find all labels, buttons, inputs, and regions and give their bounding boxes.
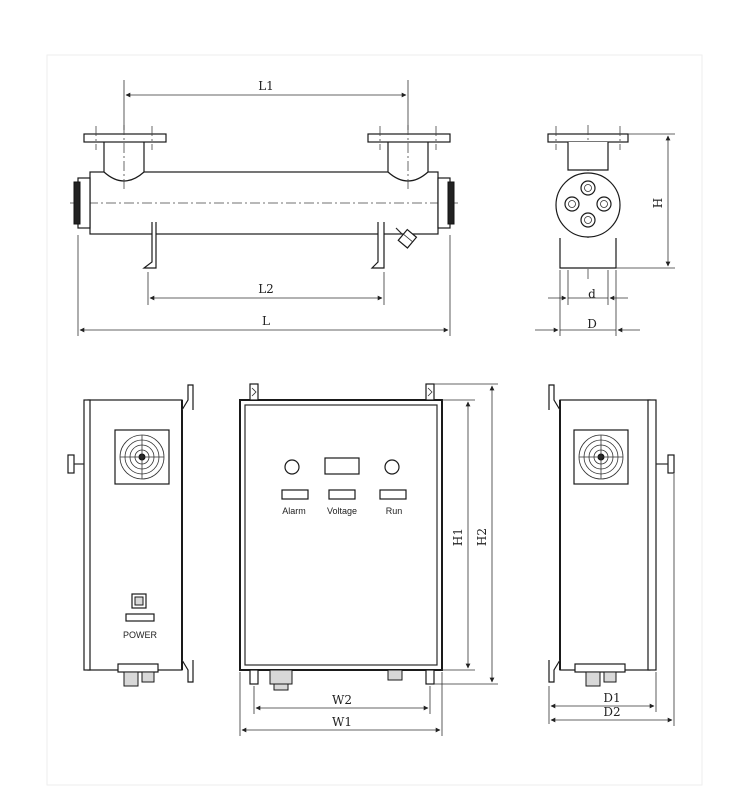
dim-label-w1: W1 xyxy=(332,715,352,729)
dim-label-l: L xyxy=(262,314,270,328)
outlet-right-flange xyxy=(367,133,451,143)
reactor-end-view xyxy=(547,125,629,280)
dim-label-w2: W2 xyxy=(332,693,352,707)
right-mount-top xyxy=(548,384,561,411)
run-lamp xyxy=(384,459,400,475)
dim-label-d-small: d xyxy=(588,287,596,301)
lamp-port-top xyxy=(580,180,596,196)
dimension-h: H xyxy=(616,133,675,269)
cable-gland-left-1 xyxy=(123,671,139,687)
drain-valve xyxy=(397,228,418,249)
voltage-label: Voltage xyxy=(327,506,357,516)
dim-label-d-large: D xyxy=(587,317,597,331)
voltage-plate xyxy=(328,489,356,500)
cable-gland-right-1 xyxy=(585,671,601,687)
front-mount-tr xyxy=(425,383,435,401)
lamp-port-left xyxy=(564,196,580,212)
control-box-right-side xyxy=(548,384,675,687)
run-plate xyxy=(379,489,407,500)
alarm-lamp xyxy=(284,459,300,475)
cable-gland-right-2 xyxy=(603,671,617,683)
dimension-d2: D2 xyxy=(550,474,675,726)
left-mount-top xyxy=(181,384,194,411)
dimension-d-small: d xyxy=(548,270,628,305)
dimension-h2: H2 xyxy=(434,383,498,685)
run-label: Run xyxy=(386,506,403,516)
end-cap-right-nut xyxy=(447,181,455,225)
support-leg-left xyxy=(142,222,157,269)
end-view-body xyxy=(555,172,621,238)
dimension-d-large: D xyxy=(535,270,640,336)
dim-label-h: H xyxy=(651,198,665,208)
dimension-l2: L2 xyxy=(147,272,385,305)
dim-label-l1: L1 xyxy=(258,79,274,93)
end-cap-left-nut xyxy=(73,181,81,225)
cable-gland-left-2 xyxy=(141,671,155,683)
front-mount-bl xyxy=(249,669,259,685)
dimension-d1: D1 xyxy=(548,672,657,724)
dim-label-l2: L2 xyxy=(258,282,274,296)
end-view-neck xyxy=(567,142,609,171)
reactor-side-view xyxy=(70,125,458,269)
lamp-port-right xyxy=(596,196,612,212)
right-mount-bottom xyxy=(548,659,561,683)
dimension-l: L xyxy=(77,235,451,336)
power-label: POWER xyxy=(123,630,158,640)
alarm-plate xyxy=(281,489,309,500)
front-enclosure xyxy=(239,399,443,671)
lamp-port-bottom xyxy=(580,212,596,228)
right-side-latch xyxy=(667,454,675,474)
left-mount-bottom xyxy=(181,659,194,683)
control-box-left-side: POWER xyxy=(67,384,194,687)
dimension-h1: H1 xyxy=(442,399,475,671)
front-mount-tl xyxy=(249,383,259,401)
cable-gland-front-1 xyxy=(269,669,293,685)
dimension-w2: W2 xyxy=(253,686,431,714)
left-side-latch xyxy=(67,454,75,474)
voltage-display xyxy=(324,457,360,475)
dimension-w1: W1 xyxy=(239,672,443,736)
power-label-plate xyxy=(125,613,155,622)
support-leg-right xyxy=(370,222,385,269)
dim-label-d1: D1 xyxy=(603,691,620,705)
control-box-front: Alarm Voltage Run xyxy=(239,383,443,691)
front-mount-br xyxy=(425,669,435,685)
dim-label-d2: D2 xyxy=(603,705,620,719)
sheet-border xyxy=(46,54,703,786)
front-door xyxy=(244,404,438,666)
dim-label-h2: H2 xyxy=(475,528,489,546)
inlet-left-flange xyxy=(83,133,167,143)
end-view-base xyxy=(559,238,617,269)
dim-label-h1: H1 xyxy=(451,528,465,546)
dimension-l1: L1 xyxy=(123,79,409,130)
alarm-label: Alarm xyxy=(282,506,306,516)
cable-gland-front-2 xyxy=(387,669,403,681)
